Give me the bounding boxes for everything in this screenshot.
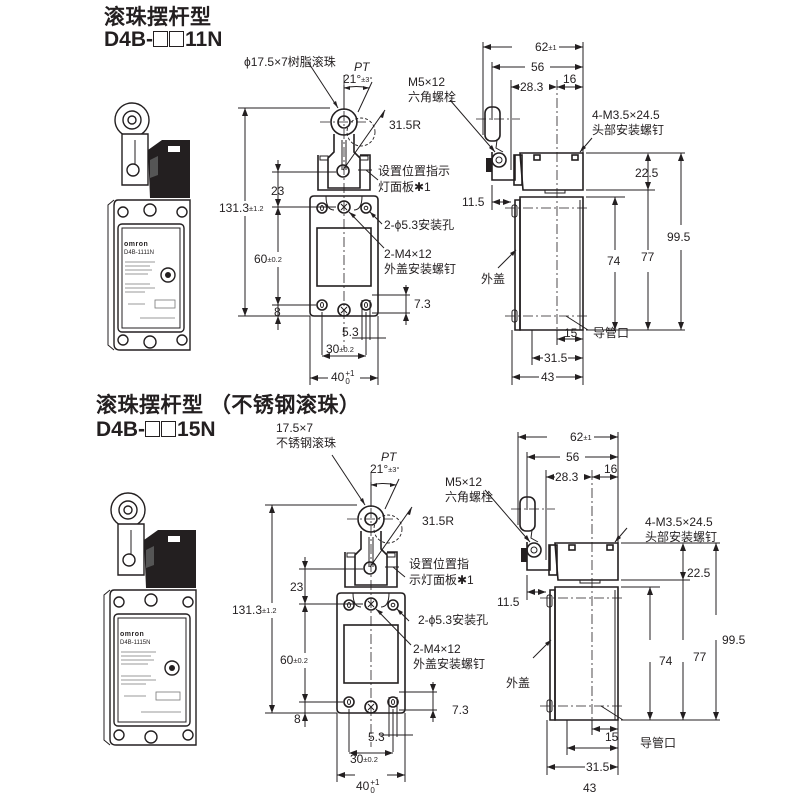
conduit-label: 导管口 — [640, 736, 677, 750]
dim-62: 62±1 — [568, 430, 594, 445]
placeholder-box-icon — [161, 421, 177, 437]
indicator-label-line2: 灯面板✱1 — [378, 180, 431, 194]
cover-screw-label-line1: 2-M4×12 — [413, 642, 461, 656]
dim-15: 15 — [564, 326, 578, 340]
dim-16: 16 — [604, 462, 618, 476]
dim-31-5: 31.5 — [543, 351, 569, 365]
dim-23: 23 — [271, 184, 285, 198]
dim-60: 60±0.2 — [254, 252, 282, 267]
dim-11-5: 11.5 — [497, 595, 520, 609]
angle-label: 21°±3° — [370, 462, 400, 476]
dim-77: 77 — [641, 250, 655, 264]
mount-hole-label: 2-ϕ5.3安装孔 — [418, 613, 489, 627]
head-screw-label-line2: 头部安装螺钉 — [645, 530, 718, 544]
dim-30: 30±0.2 — [350, 752, 378, 766]
dim-5-3: 5.3 — [342, 325, 359, 339]
section-title: 滚珠摆杆型 — [104, 6, 212, 29]
placeholder-box-icon — [153, 31, 169, 47]
model-number: D4B-11N — [104, 28, 223, 51]
dim-62: 62±1 — [533, 40, 559, 55]
bolt-label-line2: 六角螺栓 — [445, 490, 494, 504]
radius-label: 31.5R — [422, 514, 455, 528]
head-screw-label-line2: 头部安装螺钉 — [592, 123, 665, 137]
switch-illustration — [107, 102, 191, 351]
pt-label: PT — [381, 450, 397, 464]
dim-60: 60±0.2 — [280, 653, 308, 668]
dim-22-5: 22.5 — [687, 566, 711, 580]
cover-screw-label-line2: 外盖安装螺钉 — [384, 262, 457, 276]
indicator-label-line2: 示灯面板✱1 — [409, 573, 474, 587]
dim-16: 16 — [563, 72, 577, 86]
mount-hole-label: 2-ϕ5.3安装孔 — [384, 218, 455, 232]
bolt-label-line2: 六角螺栓 — [408, 90, 457, 104]
section-title: 滚珠摆杆型 （不锈钢滚珠） — [96, 394, 361, 417]
dim-height: 131.3±1.2 — [232, 603, 277, 618]
roller-label-line2: 不锈钢滚珠 — [276, 436, 337, 450]
radius-label: 31.5R — [389, 118, 422, 132]
cover-screw-label-line1: 2-M4×12 — [384, 247, 432, 261]
dim-7-3: 7.3 — [414, 297, 431, 311]
pt-label: PT — [354, 60, 370, 74]
dim-15: 15 — [605, 730, 619, 744]
placeholder-box-icon — [145, 421, 161, 437]
cover-label: 外盖 — [481, 272, 506, 286]
dim-5-3: 5.3 — [368, 730, 385, 744]
dim-43: 43 — [539, 370, 557, 384]
angle-label: 21°±3° — [343, 72, 373, 86]
switch-illustration — [103, 492, 197, 746]
dim-56: 56 — [564, 450, 582, 464]
indicator-label-line1: 设置位置指示 — [378, 164, 451, 178]
cover-screw-label-line2: 外盖安装螺钉 — [413, 657, 486, 671]
head-screw-label-line1: 4-M3.5×24.5 — [592, 108, 660, 122]
roller-label-line1: 17.5×7 — [276, 421, 314, 435]
dim-28-3: 28.3 — [555, 470, 579, 484]
dim-74: 74 — [659, 654, 673, 668]
dim-99-5: 99.5 — [667, 230, 691, 244]
dim-8: 8 — [294, 712, 301, 726]
brand-label: omron — [124, 241, 149, 248]
dim-30: 30±0.2 — [326, 342, 354, 356]
conduit-label: 导管口 — [593, 326, 630, 340]
head-screw-label-line1: 4-M3.5×24.5 — [645, 515, 713, 529]
placeholder-box-icon — [169, 31, 185, 47]
dim-8: 8 — [274, 305, 281, 319]
dim-74: 74 — [607, 254, 621, 268]
dim-28-3: 28.3 — [520, 80, 544, 94]
bolt-label-line1: M5×12 — [408, 75, 446, 89]
dim-77: 77 — [693, 650, 707, 664]
dim-23: 23 — [290, 580, 304, 594]
dim-99-5: 99.5 — [722, 633, 746, 647]
bolt-label-line1: M5×12 — [445, 475, 483, 489]
product-model-label: D4B-1111N — [124, 250, 155, 256]
dim-22-5: 22.5 — [635, 166, 659, 180]
dim-31-5: 31.5 — [585, 760, 611, 774]
dim-height: 131.3±1.2 — [219, 201, 264, 216]
brand-label: omron — [120, 631, 145, 638]
dim-56: 56 — [529, 60, 547, 74]
cover-label: 外盖 — [506, 676, 531, 690]
dim-43: 43 — [581, 781, 599, 795]
roller-label: ϕ17.5×7树脂滚珠 — [244, 55, 336, 69]
product-model-label: D4B-1115N — [120, 640, 151, 646]
indicator-label-line1: 设置位置指 — [409, 557, 470, 571]
dim-11-5: 11.5 — [462, 195, 485, 209]
dim-7-3: 7.3 — [452, 703, 469, 717]
model-number: D4B-15N — [96, 418, 216, 441]
